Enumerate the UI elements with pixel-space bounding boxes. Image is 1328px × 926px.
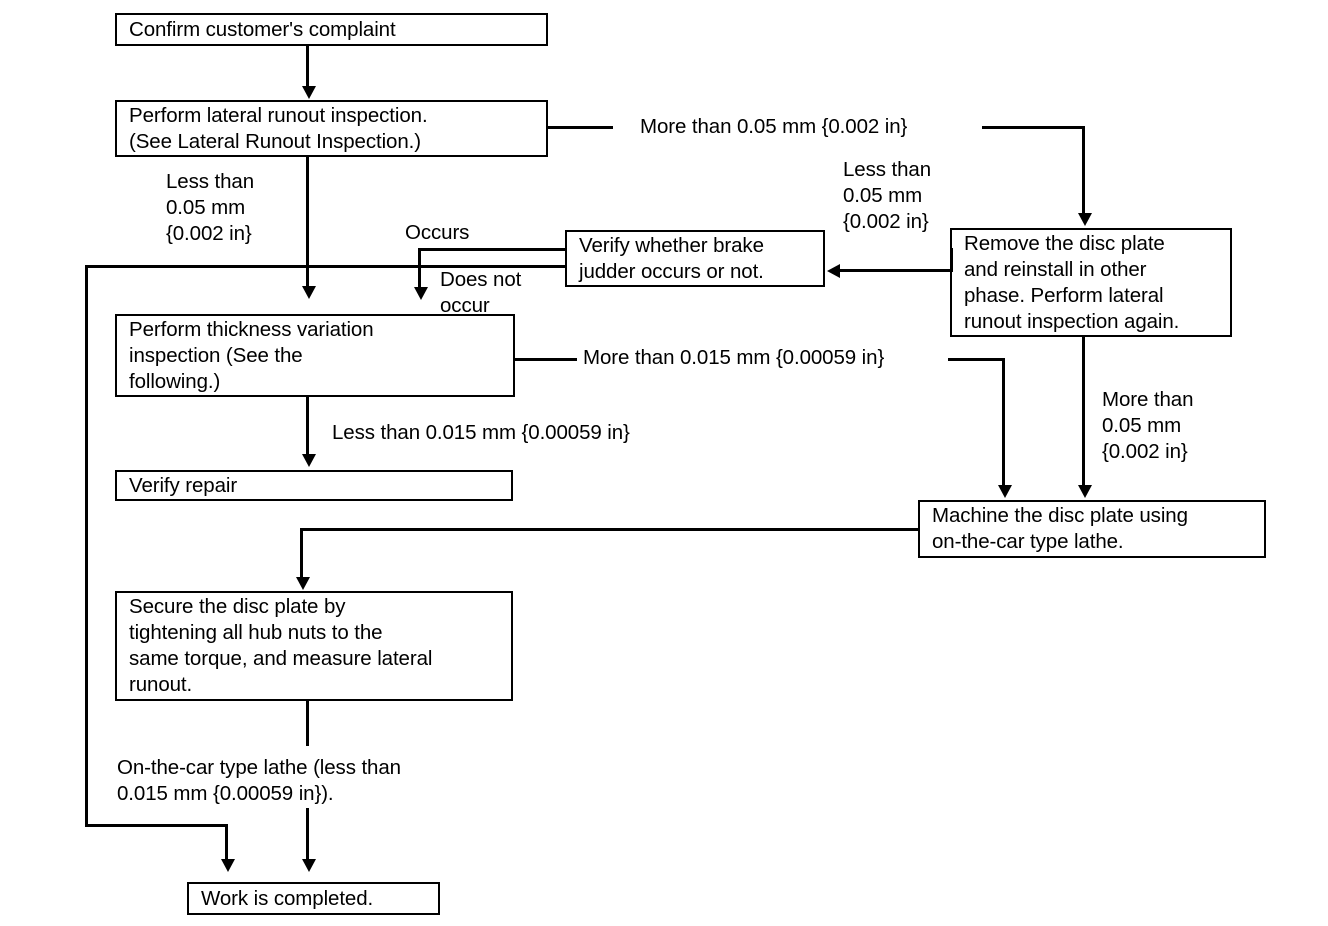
edge-secure-to-completed-vertical-upper — [306, 701, 309, 746]
label-does-not-occur: Does not occur — [440, 268, 522, 317]
label-less-than-005-right: Less than 0.05 mm {0.002 in} — [843, 158, 931, 233]
edge-verify-does-not-occur-horizontal — [418, 248, 567, 251]
label-more-than-005-right: More than 0.05 mm {0.002 in} — [1102, 388, 1194, 463]
label-more-than-005-top: More than 0.05 mm {0.002 in} — [640, 115, 908, 138]
arrowhead-lateral-to-thickness — [302, 286, 316, 299]
label-occurs: Occurs — [405, 221, 470, 244]
edge-lateral-to-remove-horizontal-2 — [982, 126, 1085, 129]
edge-occurs-bus-vertical — [85, 265, 88, 827]
arrowhead-remove-to-machine — [1078, 485, 1092, 498]
node-thickness-variation-inspection: Perform thickness variation inspection (… — [115, 314, 515, 397]
arrowhead-machine-to-secure — [296, 577, 310, 590]
arrowhead-thickness-to-machine — [998, 485, 1012, 498]
arrowhead-verify-does-not-occur — [414, 287, 428, 300]
node-verify-brake-judder: Verify whether brake judder occurs or no… — [565, 230, 825, 287]
label-on-the-car-lathe-note: On-the-car type lathe (less than 0.015 m… — [117, 756, 401, 805]
arrowhead-remove-to-verify — [827, 264, 840, 278]
node-machine-disc-plate: Machine the disc plate using on-the-car … — [918, 500, 1266, 558]
arrowhead-thickness-to-verify-repair — [302, 454, 316, 467]
edge-secure-to-completed-vertical-lower — [306, 808, 309, 860]
edge-verify-occurs-horizontal — [85, 265, 567, 268]
label-more-than-0015: More than 0.015 mm {0.00059 in} — [583, 346, 885, 369]
arrowhead-confirm-to-lateral — [302, 86, 316, 99]
arrowhead-lateral-to-remove — [1078, 213, 1092, 226]
node-secure-disc-plate: Secure the disc plate by tightening all … — [115, 591, 513, 701]
edge-remove-to-machine-vertical — [1082, 337, 1085, 485]
edge-machine-to-secure-horizontal — [300, 528, 920, 531]
edge-lateral-to-remove-vertical — [1082, 126, 1085, 214]
edge-lateral-to-remove-horizontal — [548, 126, 613, 129]
label-less-than-0015: Less than 0.015 mm {0.00059 in} — [332, 421, 630, 444]
edge-confirm-to-lateral — [306, 46, 309, 87]
node-confirm-complaint: Confirm customer's complaint — [115, 13, 548, 46]
edge-occurs-bus-to-completed-vertical — [225, 824, 228, 860]
arrowhead-occurs-bus-to-completed — [221, 859, 235, 872]
node-work-completed: Work is completed. — [187, 882, 440, 915]
node-remove-disc-plate: Remove the disc plate and reinstall in o… — [950, 228, 1232, 337]
edge-thickness-to-machine-horizontal — [515, 358, 577, 361]
edge-thickness-to-verify-repair-vertical — [306, 397, 309, 455]
edge-thickness-to-machine-horizontal-2 — [948, 358, 1005, 361]
edge-remove-to-verify-vertical — [950, 248, 953, 272]
edge-thickness-to-machine-vertical — [1002, 358, 1005, 486]
arrowhead-secure-to-completed — [302, 859, 316, 872]
node-lateral-runout-inspection: Perform lateral runout inspection. (See … — [115, 100, 548, 157]
edge-machine-to-secure-vertical — [300, 528, 303, 578]
node-verify-repair: Verify repair — [115, 470, 513, 501]
edge-lateral-to-thickness-vertical — [306, 157, 309, 287]
edge-remove-to-verify-horizontal — [840, 269, 953, 272]
label-less-than-005-left: Less than 0.05 mm {0.002 in} — [166, 170, 254, 245]
edge-occurs-bus-bottom-horizontal — [85, 824, 228, 827]
edge-verify-does-not-occur-vertical — [418, 248, 421, 288]
